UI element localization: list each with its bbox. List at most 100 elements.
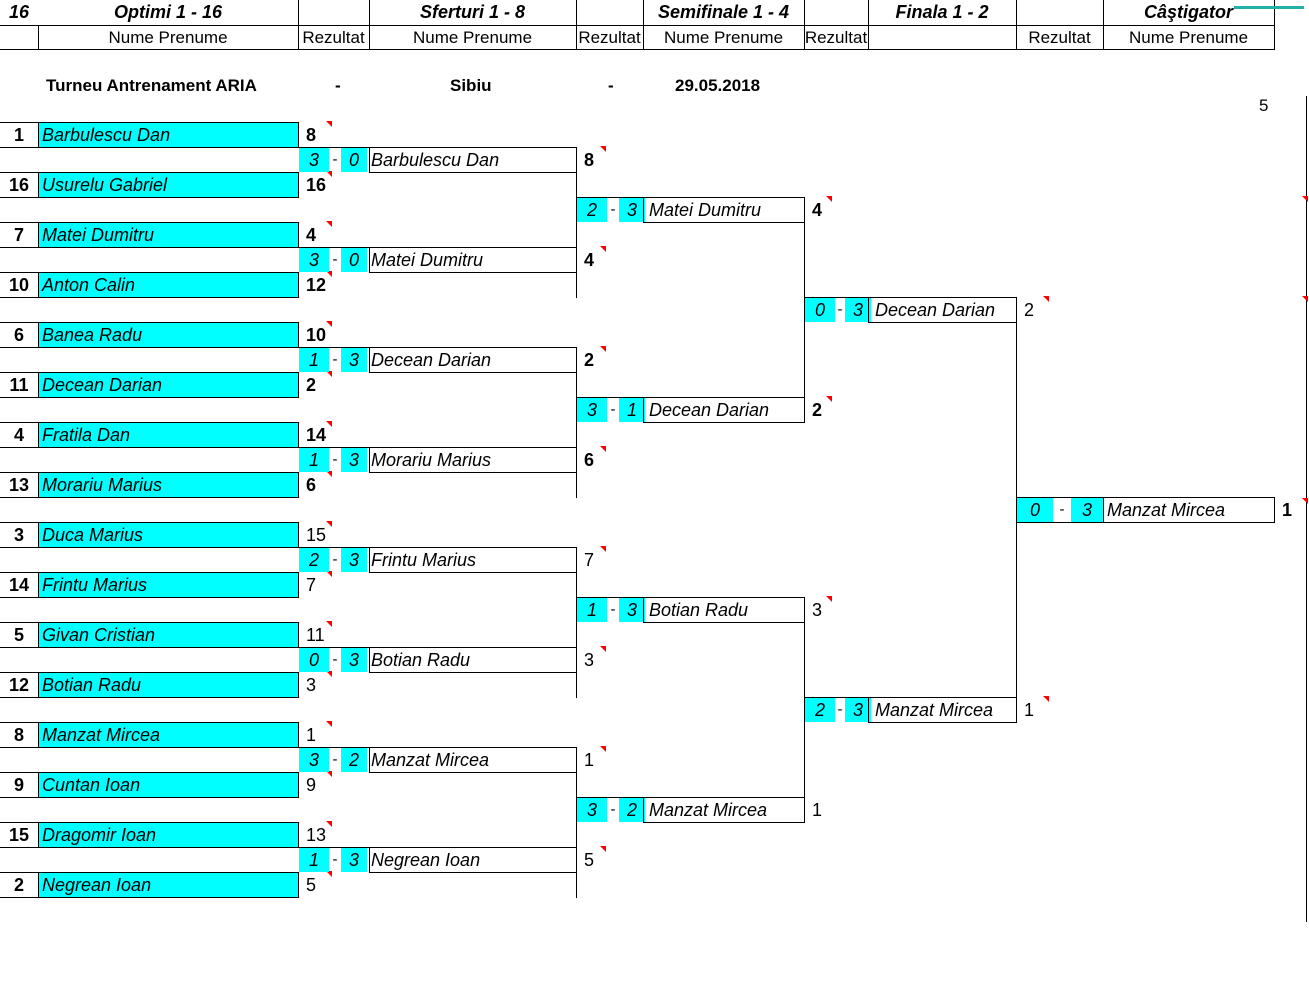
set-score[interactable]: 3	[341, 548, 367, 572]
seed-number: 7	[13, 225, 24, 245]
set-score[interactable]: 0	[341, 148, 367, 172]
player-name[interactable]: Frintu Marius	[371, 550, 477, 570]
set-score[interactable]: 2	[619, 798, 645, 822]
set-score[interactable]: 1	[619, 398, 645, 422]
player-result[interactable]: 2	[812, 400, 823, 420]
set-score[interactable]: 0	[299, 648, 329, 672]
set-score[interactable]: 3	[341, 348, 367, 372]
set-score[interactable]: 0	[1017, 498, 1053, 522]
player-name[interactable]: Matei Dumitru	[38, 223, 298, 247]
set-score[interactable]: 1	[577, 598, 607, 622]
player-name[interactable]: Decean Darian	[649, 400, 770, 420]
player-name[interactable]: Decean Darian	[38, 373, 298, 397]
player-result[interactable]: 10	[306, 325, 327, 345]
player-result[interactable]: 8	[306, 125, 317, 145]
set-score[interactable]: 1	[299, 848, 329, 872]
player-result[interactable]: 5	[584, 850, 595, 870]
player-name[interactable]: Decean Darian	[371, 350, 492, 370]
player-result[interactable]: 3	[306, 675, 317, 695]
player-result[interactable]: 2	[584, 350, 595, 370]
player-result[interactable]: 16	[306, 175, 327, 195]
player-result[interactable]: 11	[306, 625, 325, 645]
player-name[interactable]: Anton Calin	[38, 273, 298, 297]
player-result[interactable]: 7	[306, 575, 317, 595]
player-result[interactable]: 4	[812, 200, 823, 220]
player-name[interactable]: Manzat Mircea	[371, 750, 490, 770]
player-name[interactable]: Botian Radu	[38, 673, 298, 697]
player-name[interactable]: Fratila Dan	[38, 423, 298, 447]
player-name[interactable]: Decean Darian	[875, 300, 996, 320]
player-result[interactable]: 12	[306, 275, 327, 295]
bracket-line	[0, 697, 298, 698]
player-name[interactable]: Barbulescu Dan	[38, 123, 298, 147]
player-result[interactable]: 1	[812, 800, 823, 820]
player-name[interactable]: Manzat Mircea	[649, 800, 768, 820]
player-result[interactable]: 6	[584, 450, 595, 470]
player-result[interactable]: 2	[306, 375, 317, 395]
player-name[interactable]: Botian Radu	[649, 600, 749, 620]
player-name[interactable]: Negrean Ioan	[371, 850, 481, 870]
set-score[interactable]: 2	[341, 748, 367, 772]
bracket-line	[298, 772, 299, 798]
set-score[interactable]: 3	[577, 398, 607, 422]
set-score[interactable]: 0	[341, 248, 367, 272]
player-result[interactable]: 3	[812, 600, 823, 620]
player-name[interactable]: Usurelu Gabriel	[38, 173, 298, 197]
set-score[interactable]: 3	[577, 798, 607, 822]
player-name[interactable]: Cuntan Ioan	[38, 773, 298, 797]
player-result[interactable]: 1	[1024, 700, 1035, 720]
set-score[interactable]: 3	[845, 698, 871, 722]
player-name[interactable]: Frintu Marius	[38, 573, 298, 597]
set-score[interactable]: 2	[299, 548, 329, 572]
player-name[interactable]: Banea Radu	[38, 323, 298, 347]
player-name[interactable]: Dragomir Ioan	[38, 823, 298, 847]
player-name[interactable]: Manzat Mircea	[875, 700, 994, 720]
set-score[interactable]: 3	[845, 298, 871, 322]
player-result[interactable]: 1	[584, 750, 595, 770]
player-result[interactable]: 9	[306, 775, 317, 795]
score-separator: -	[837, 301, 843, 318]
player-result[interactable]: 4	[306, 225, 317, 245]
player-name[interactable]: Barbulescu Dan	[371, 150, 500, 170]
player-result[interactable]: 14	[306, 425, 327, 445]
player-result[interactable]: 6	[306, 475, 317, 495]
score-separator: -	[332, 451, 338, 468]
player-name[interactable]: Matei Dumitru	[371, 250, 484, 270]
player-name[interactable]: Duca Marius	[38, 523, 298, 547]
player-result[interactable]: 7	[584, 550, 595, 570]
player-result[interactable]: 5	[306, 875, 317, 895]
player-name[interactable]: Matei Dumitru	[649, 200, 762, 220]
player-result[interactable]: 13	[306, 825, 327, 845]
set-score[interactable]: 3	[341, 448, 367, 472]
set-score[interactable]: 3	[299, 748, 329, 772]
player-name[interactable]: Morariu Marius	[371, 450, 492, 470]
set-score[interactable]: 2	[577, 198, 607, 222]
set-score[interactable]: 1	[299, 448, 329, 472]
set-score[interactable]: 3	[299, 248, 329, 272]
bracket-line	[38, 523, 39, 547]
bracket-line	[0, 797, 298, 798]
player-result[interactable]: 4	[584, 250, 595, 270]
player-name[interactable]: Givan Cristian	[38, 623, 298, 647]
player-name[interactable]: Manzat Mircea	[38, 723, 298, 747]
set-score[interactable]: 3	[619, 598, 645, 622]
set-score[interactable]: 2	[805, 698, 835, 722]
player-name[interactable]: Botian Radu	[371, 650, 471, 670]
set-score[interactable]: 0	[805, 298, 835, 322]
player-result[interactable]: 8	[584, 150, 595, 170]
player-result[interactable]: 2	[1024, 300, 1035, 320]
set-score[interactable]: 3	[299, 148, 329, 172]
player-result[interactable]: 15	[306, 525, 327, 545]
winner-result[interactable]: 1	[1282, 500, 1293, 520]
set-score[interactable]: 3	[1071, 498, 1103, 522]
set-score[interactable]: 1	[299, 348, 329, 372]
bracket-line	[643, 222, 804, 223]
player-name[interactable]: Negrean Ioan	[38, 873, 298, 897]
set-score[interactable]: 3	[619, 198, 645, 222]
set-score[interactable]: 3	[341, 648, 367, 672]
set-score[interactable]: 3	[341, 848, 367, 872]
player-result[interactable]: 1	[306, 725, 317, 745]
player-result[interactable]: 3	[584, 650, 595, 670]
winner-name[interactable]: Manzat Mircea	[1107, 500, 1226, 520]
player-name[interactable]: Morariu Marius	[38, 473, 298, 497]
